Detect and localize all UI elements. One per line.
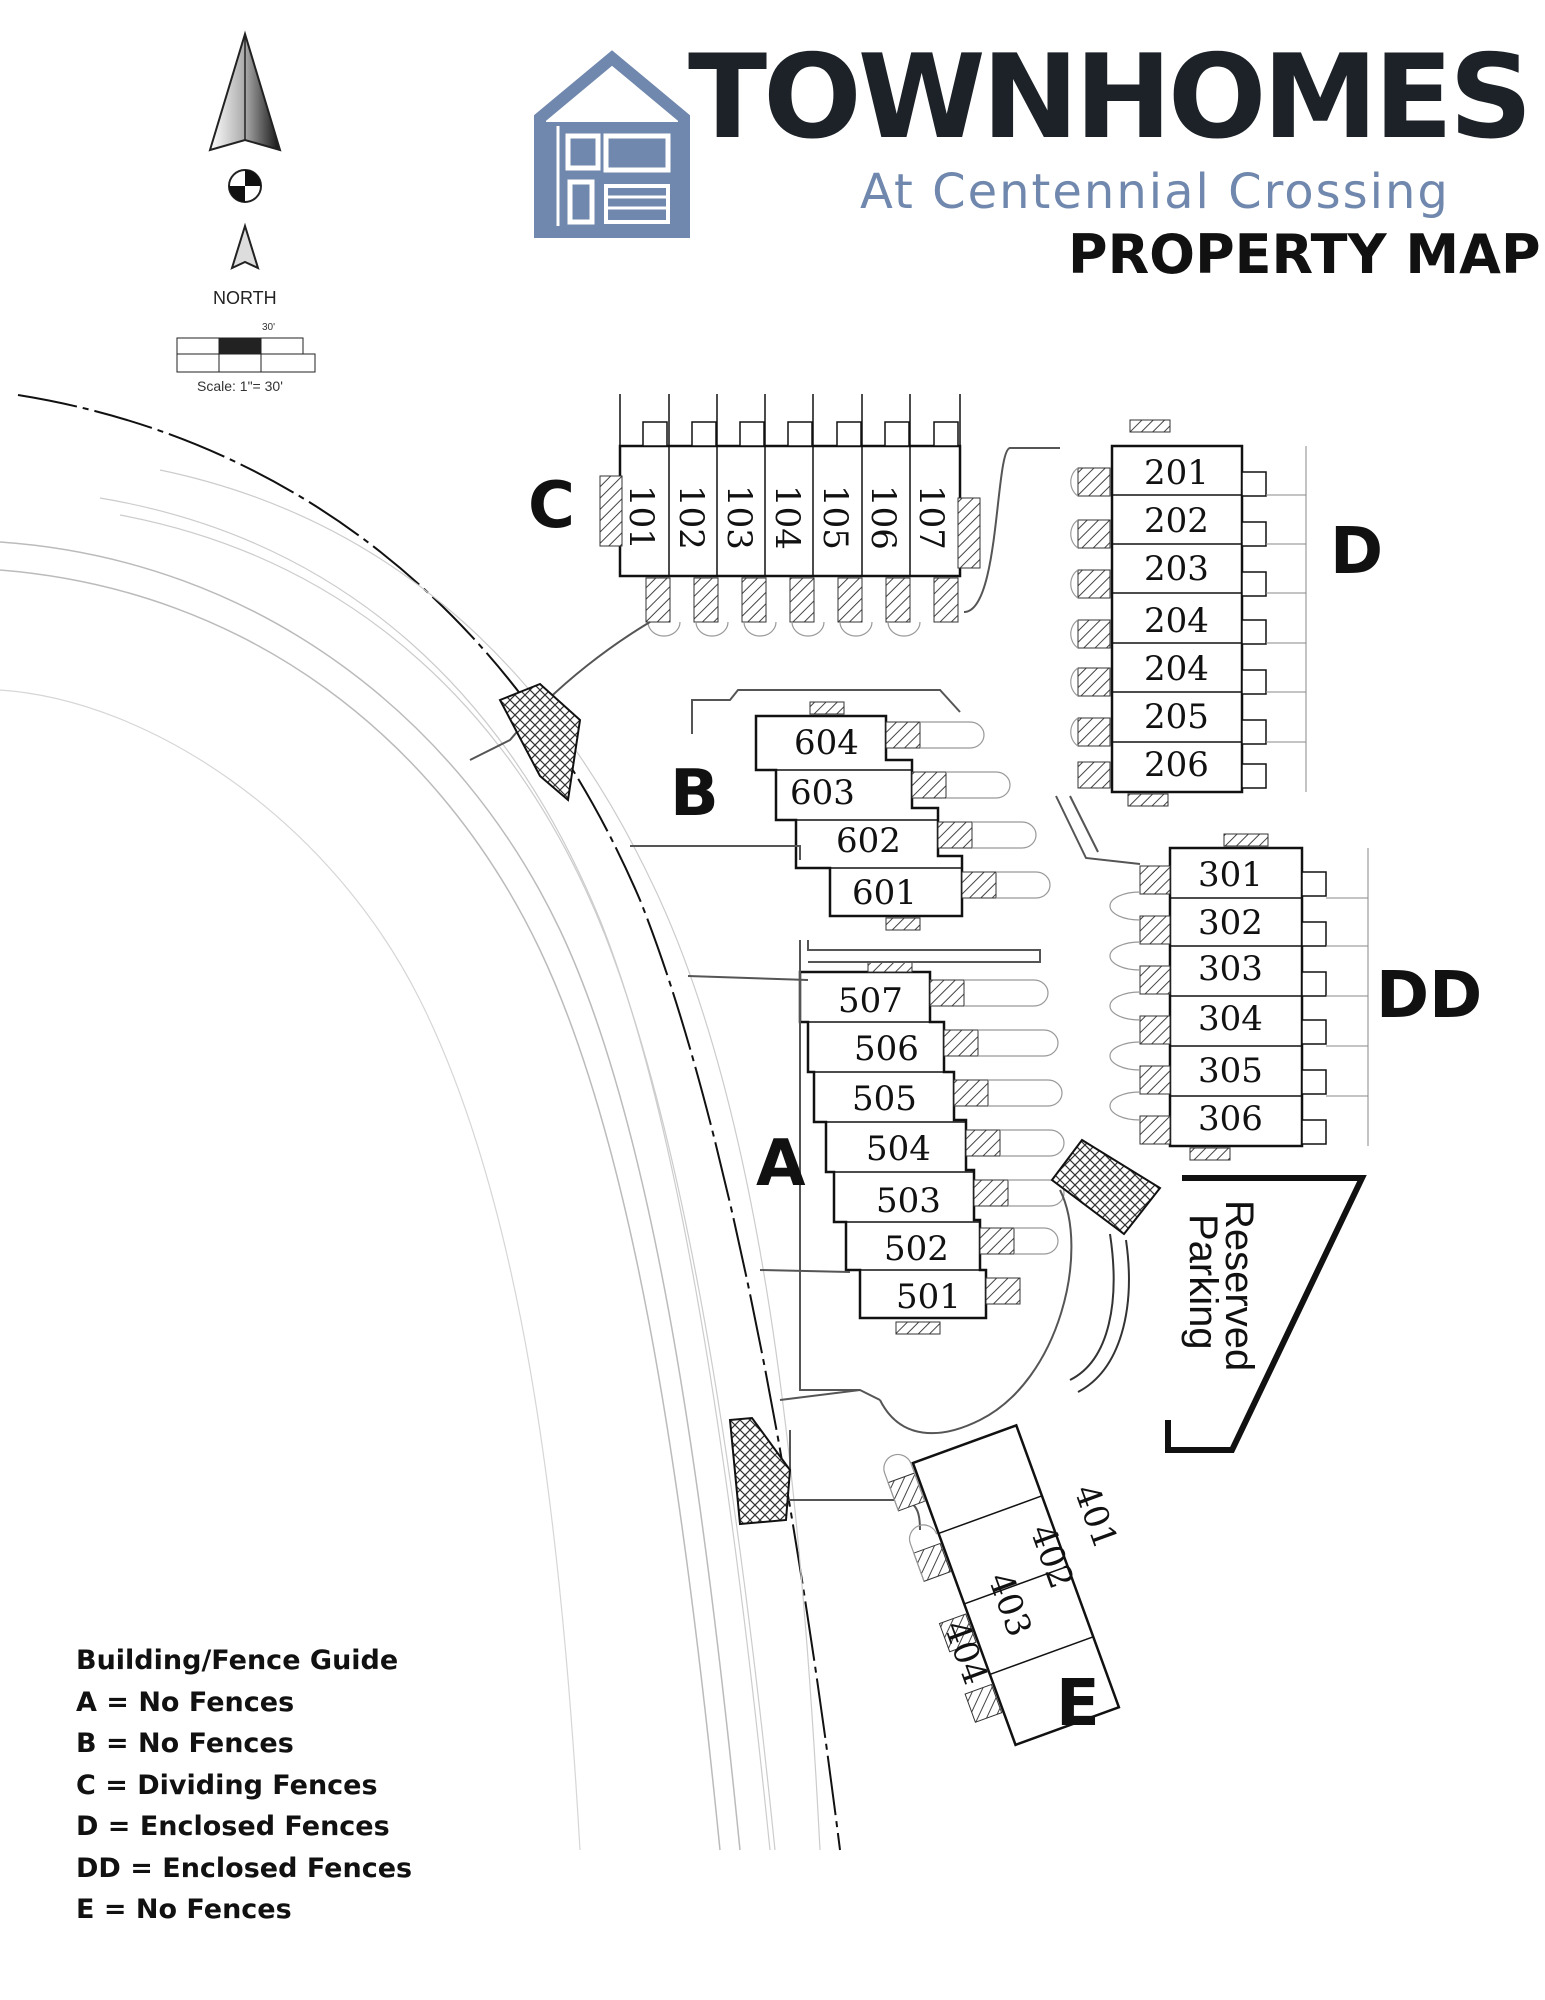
unit-label: 202 <box>1144 501 1209 541</box>
building-dd <box>1109 833 1369 1161</box>
unit-label: 106 <box>863 485 903 550</box>
walkway <box>630 845 801 860</box>
walkway <box>1055 795 1141 865</box>
building-a <box>798 961 1065 1335</box>
guide-title: Building/Fence Guide <box>76 1645 399 1676</box>
guide-item: D = Enclosed Fences <box>76 1811 390 1842</box>
unit-label: 603 <box>790 773 855 813</box>
unit-label: 107 <box>911 485 951 550</box>
unit-label: 105 <box>815 485 855 550</box>
scale-label: Scale: 1"= 30' <box>197 378 283 394</box>
scale-bar <box>176 337 316 373</box>
unit-label: 506 <box>854 1029 919 1069</box>
curb <box>1077 1239 1130 1393</box>
curb <box>1069 1233 1115 1381</box>
building-d <box>1070 419 1307 807</box>
unit-label: 201 <box>1144 453 1209 493</box>
unit-label: 604 <box>794 723 859 763</box>
unit-label: 205 <box>1144 697 1209 737</box>
building-letter-b: B <box>670 757 719 831</box>
building-c <box>599 394 981 637</box>
building-letter-e: E <box>1056 1667 1100 1741</box>
building-letter-dd: DD <box>1376 959 1483 1033</box>
unit-label: 602 <box>836 821 901 861</box>
guide-item: E = No Fences <box>76 1894 292 1925</box>
unit-label: 304 <box>1198 999 1263 1039</box>
reserved-parking-outline <box>1165 1175 1367 1453</box>
units-dd: 301 302 303 304 305 306 <box>1198 855 1263 1139</box>
unit-label: 301 <box>1198 855 1263 895</box>
scale-distance: 30' <box>262 322 276 333</box>
unit-label: 204 <box>1144 649 1209 689</box>
guide-item: C = Dividing Fences <box>76 1769 378 1801</box>
reserved-parking-label: Reserved Parking <box>1181 1200 1261 1371</box>
walkway <box>963 447 1060 613</box>
units-d: 201 202 203 204 204 205 206 <box>1144 453 1209 785</box>
unit-label: 305 <box>1198 1051 1263 1091</box>
north-arrow-icon <box>208 30 282 270</box>
unit-label: 204 <box>1144 601 1209 641</box>
north-label: NORTH <box>213 288 277 308</box>
building-b <box>754 701 1051 931</box>
house-logo-icon <box>534 50 690 238</box>
guide-item: B = No Fences <box>76 1728 294 1759</box>
unit-label: 302 <box>1198 903 1263 943</box>
units-c: 101 102 103 104 105 106 107 <box>621 485 951 550</box>
unit-label: 504 <box>866 1129 931 1169</box>
reserved-line-1: Reserved <box>1217 1200 1261 1371</box>
unit-label: 401 <box>1066 1479 1126 1554</box>
reserved-line-2: Parking <box>1181 1214 1225 1350</box>
unit-label: 507 <box>838 981 903 1021</box>
unit-label: 103 <box>719 485 759 550</box>
building-letter-d: D <box>1330 515 1384 589</box>
units-a: 507 506 505 504 503 502 501 <box>838 981 961 1317</box>
guide-item: A = No Fences <box>76 1686 295 1718</box>
unit-label: 104 <box>767 485 807 550</box>
map-title: PROPERTY MAP <box>1068 223 1541 286</box>
page-title: TOWNHOMES <box>688 30 1533 165</box>
unit-label: 505 <box>852 1079 917 1119</box>
page-subtitle: At Centennial Crossing <box>860 164 1450 220</box>
unit-label: 501 <box>896 1277 961 1317</box>
guide-item: DD = Enclosed Fences <box>76 1852 413 1884</box>
unit-label: 601 <box>852 873 917 913</box>
fence-guide: Building/Fence Guide A = No Fences B = N… <box>76 1640 412 1931</box>
road-curve <box>0 394 841 1851</box>
unit-label: 203 <box>1144 549 1209 589</box>
building-letter-a: A <box>756 1127 806 1201</box>
unit-label: 101 <box>621 485 661 550</box>
building-letter-c: C <box>528 469 575 543</box>
unit-label: 303 <box>1198 949 1263 989</box>
building-e <box>883 1423 1121 1747</box>
walkway <box>691 689 961 734</box>
unit-label: 306 <box>1198 1099 1263 1139</box>
unit-label: 102 <box>671 485 711 550</box>
units-b: 604 603 602 601 <box>790 723 917 913</box>
walkway <box>1069 795 1099 853</box>
unit-label: 503 <box>876 1181 941 1221</box>
unit-label: 206 <box>1144 745 1209 785</box>
crosswalk <box>498 682 1162 1526</box>
unit-label: 502 <box>884 1229 949 1269</box>
